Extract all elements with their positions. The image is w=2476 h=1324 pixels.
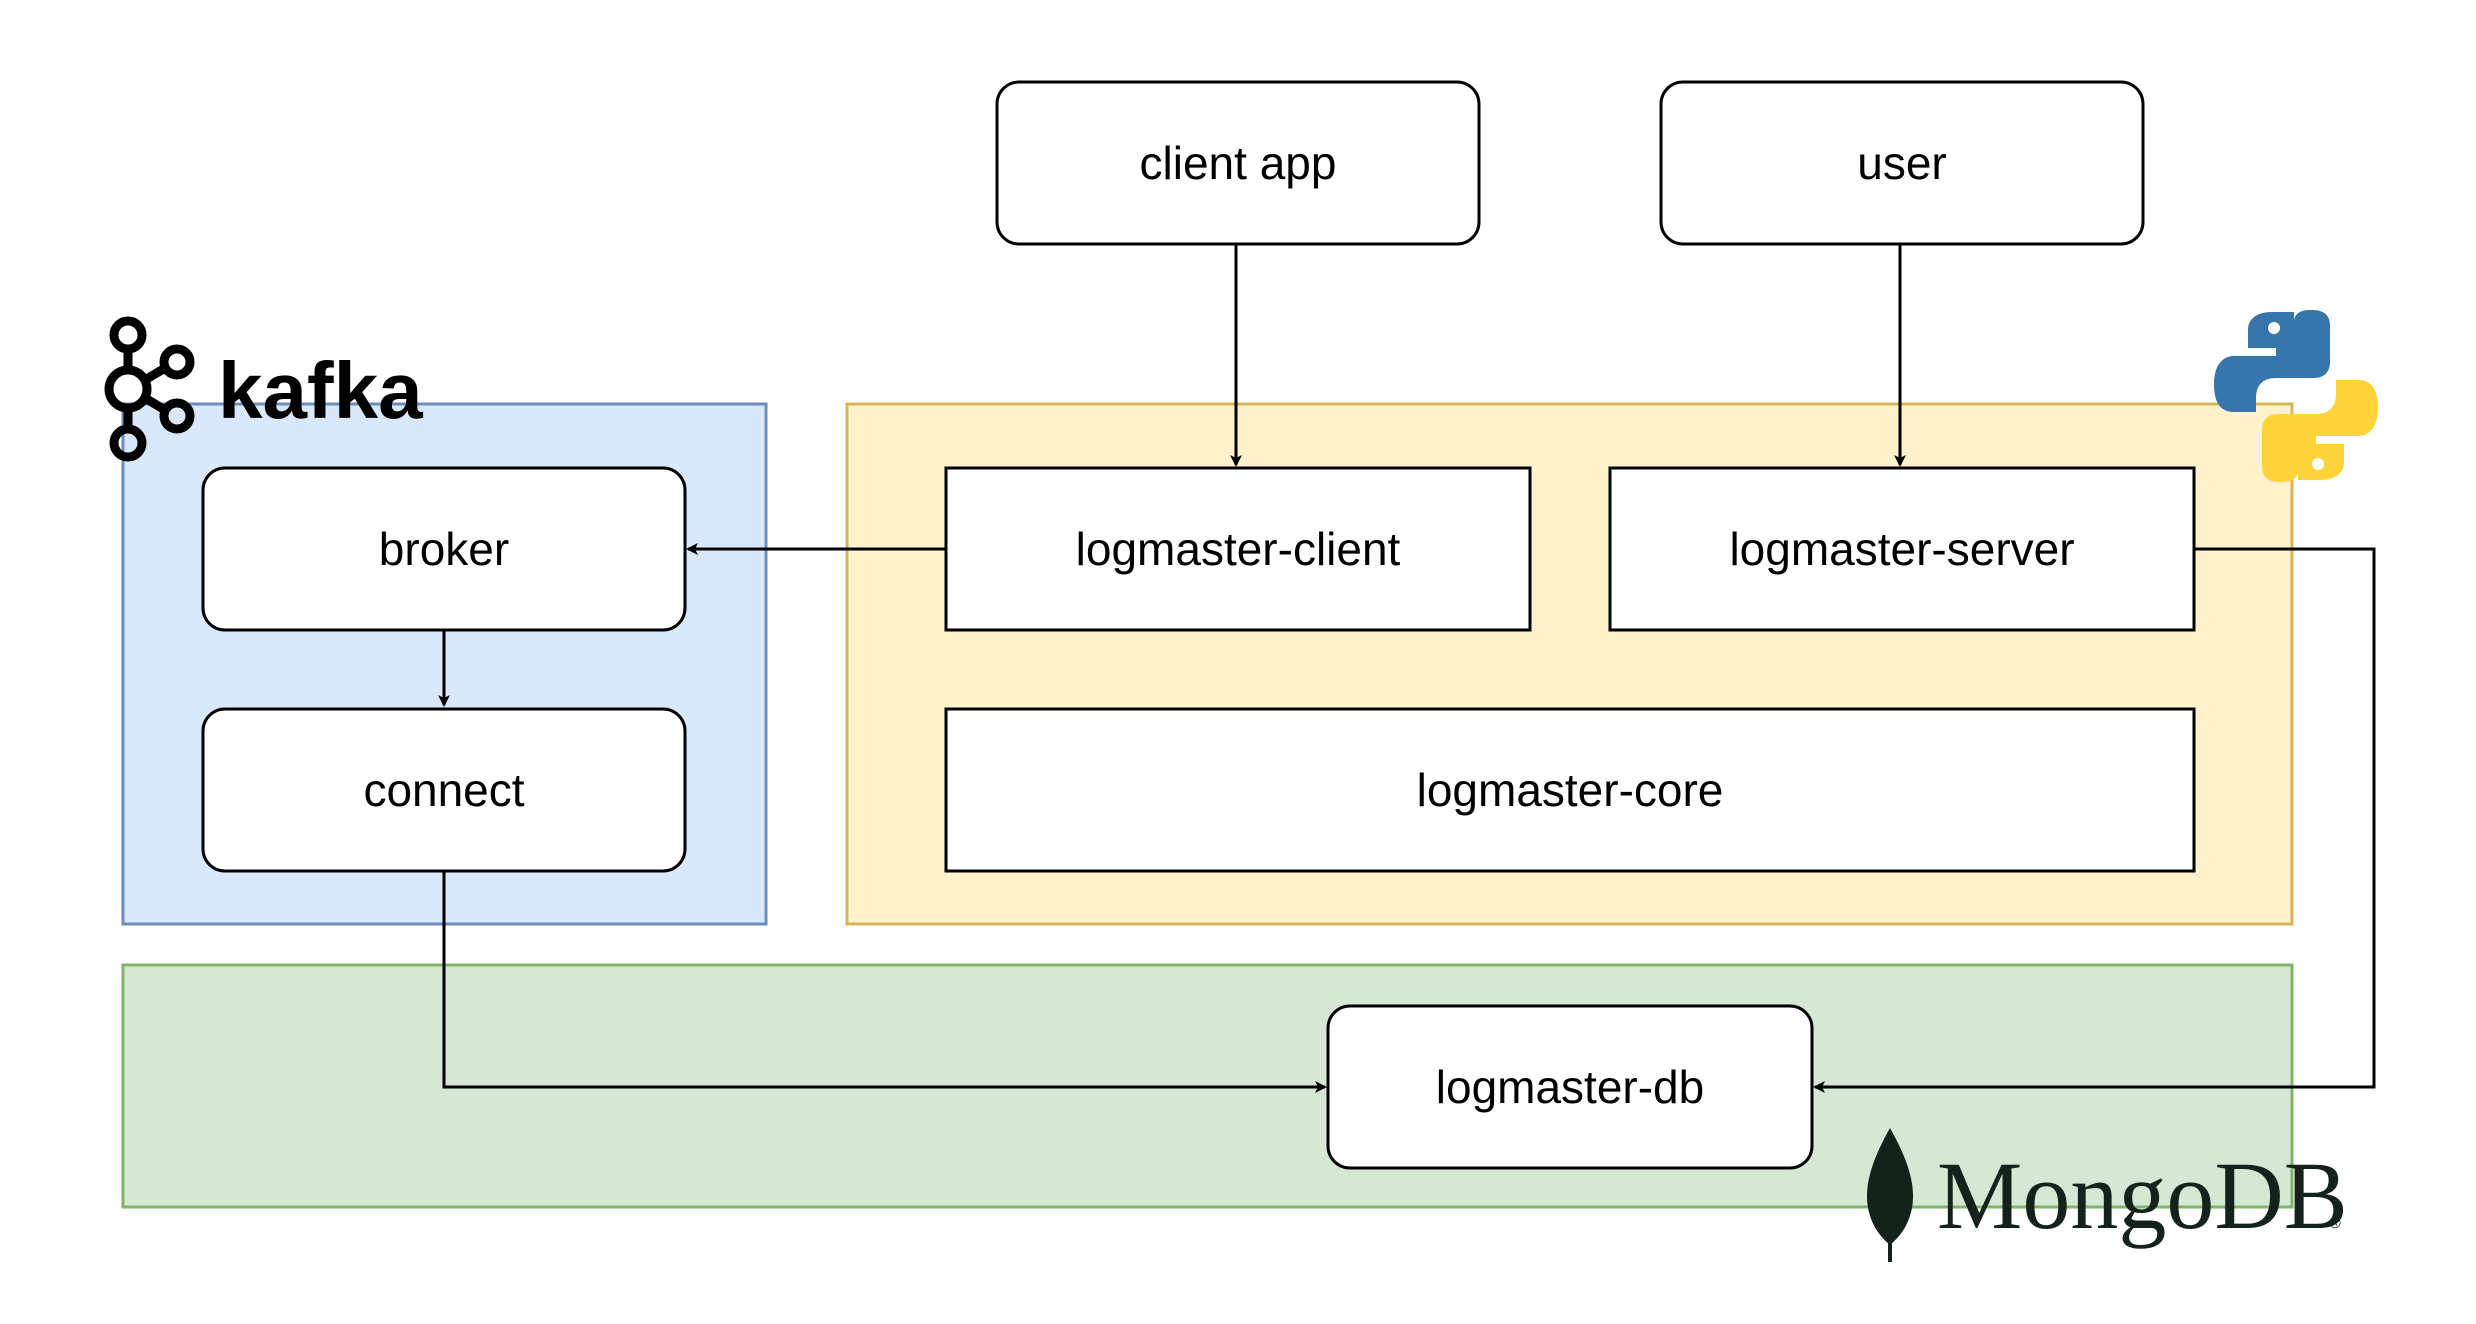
logmaster-core-label: logmaster-core [1417, 764, 1724, 816]
broker-label: broker [379, 523, 509, 575]
logmaster-server-label: logmaster-server [1729, 523, 2074, 575]
kafka-logo-text: kafka [218, 346, 423, 435]
user-label: user [1857, 137, 1946, 189]
edge-logmaster-server-to-logmaster-db [1813, 547, 2376, 1093]
mongodb-leaf-icon [1866, 1128, 1914, 1245]
broker-node[interactable]: broker [201, 466, 687, 632]
logmaster-db-node[interactable]: logmaster-db [1326, 1004, 1814, 1170]
kafka-logo-icon [104, 316, 195, 462]
mongodb-registered-mark: ® [2329, 1215, 2341, 1232]
connect-node[interactable]: connect [201, 707, 687, 873]
mongodb-logo: MongoDB ® [1866, 1128, 2348, 1262]
user-node[interactable]: user [1659, 80, 2145, 246]
client-app-label: client app [1140, 137, 1337, 189]
logmaster-db-label: logmaster-db [1436, 1061, 1704, 1113]
edge-connect-to-logmaster-db [442, 871, 1327, 1093]
logmaster-client-label: logmaster-client [1076, 523, 1401, 575]
python-logo-icon [2214, 310, 2378, 482]
kafka-logo: kafka [104, 316, 423, 462]
client-app-node[interactable]: client app [995, 80, 1481, 246]
connect-label: connect [363, 764, 524, 816]
logmaster-core-node[interactable]: logmaster-core [944, 707, 2196, 873]
logmaster-client-node[interactable]: logmaster-client [944, 466, 1532, 632]
mongodb-logo-text: MongoDB [1937, 1142, 2348, 1249]
logmaster-server-node[interactable]: logmaster-server [1608, 466, 2196, 632]
